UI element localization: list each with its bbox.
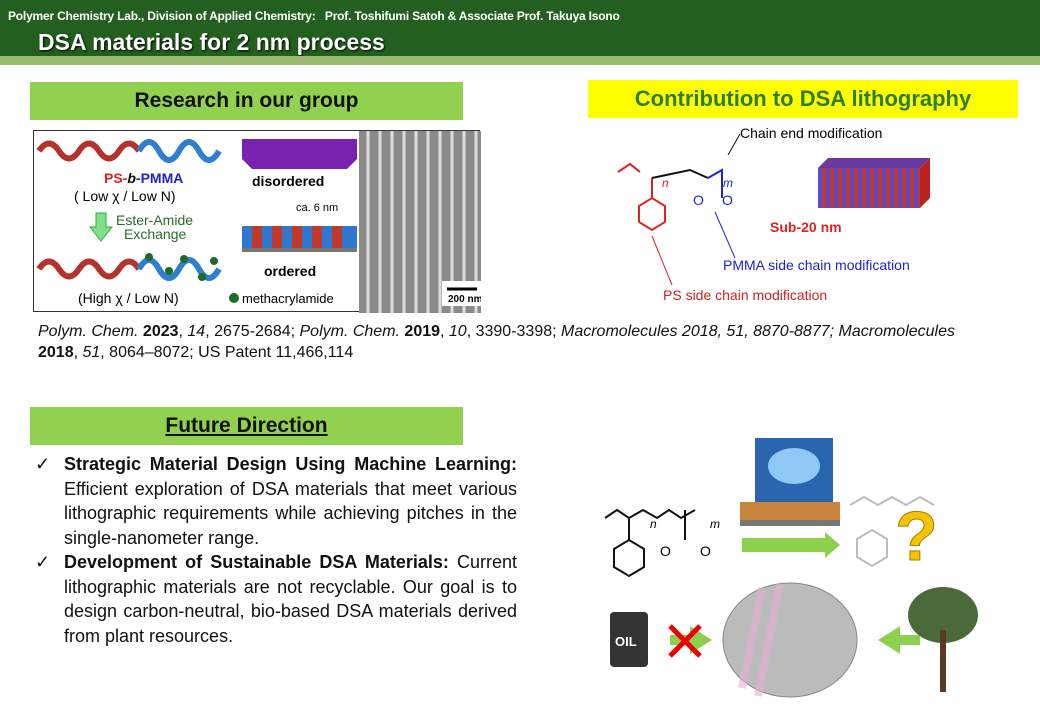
page-title: DSA materials for 2 nm process <box>38 29 385 55</box>
svg-text:PS-b-PMMA: PS-b-PMMA <box>104 170 183 186</box>
reference-part: 14 <box>187 323 206 340</box>
svg-text:ca. 6 nm: ca. 6 nm <box>296 202 338 214</box>
low-chi-label: ( Low χ / Low N) <box>74 188 176 204</box>
header-bar: Polymer Chemistry Lab., Division of Appl… <box>0 0 1040 56</box>
reference-part: Macromolecules 2018, 51, 8870-8877; Macr… <box>561 323 955 340</box>
future-figure: O O n m ? OIL <box>604 438 978 698</box>
high-chi-label: (High χ / Low N) <box>78 290 179 306</box>
sub20-label: Sub-20 nm <box>770 219 842 235</box>
reference-part: , 8064–8072; US Patent 11,466,114 <box>100 344 354 361</box>
list-item: ✓Development of Sustainable DSA Material… <box>35 552 517 646</box>
reference-part: , <box>178 323 188 340</box>
svg-text:O: O <box>660 543 671 559</box>
list-item: ✓Strategic Material Design Using Machine… <box>35 454 517 548</box>
svg-text:Ester-Amide: Ester-Amide <box>116 212 193 228</box>
research-figure-graphic: PS-b-PMMA ( Low χ / Low N) Ester-Amide E… <box>36 131 522 313</box>
reference-part: 2018 <box>38 344 74 361</box>
reference-part: , <box>73 344 83 361</box>
svg-text:n: n <box>650 517 657 531</box>
pmma-side-label: PMMA side chain modification <box>723 257 910 273</box>
research-figure: PS-b-PMMA ( Low χ / Low N) Ester-Amide E… <box>33 130 522 313</box>
svg-text:m: m <box>710 517 720 531</box>
contribution-heading: Contribution to DSA lithography <box>588 80 1018 118</box>
reference-part: , 3390-3398; <box>466 323 561 340</box>
reference-part: , 2675-2684; <box>205 323 300 340</box>
future-list: ✓Strategic Material Design Using Machine… <box>35 452 517 648</box>
reference-part: 51 <box>82 344 101 361</box>
reference-part: Polym. Chem. <box>38 323 139 340</box>
svg-text:O: O <box>722 192 733 208</box>
reference-part: , <box>440 323 449 340</box>
research-heading: Research in our group <box>30 82 463 120</box>
reference-part: 2019 <box>399 323 441 340</box>
svg-text:Exchange: Exchange <box>124 226 186 242</box>
reference-part: 10 <box>448 323 467 340</box>
references: Polym. Chem. 2023, 14, 2675-2684; Polym.… <box>38 321 998 363</box>
header-band <box>0 56 1040 65</box>
svg-text:ordered: ordered <box>264 263 316 279</box>
reference-part: 2023 <box>138 323 179 340</box>
contribution-figure: O O n m Chain end modification Sub-20 nm… <box>617 125 930 303</box>
svg-text:n: n <box>662 176 669 190</box>
svg-text:disordered: disordered <box>252 173 324 189</box>
reference-part: Polym. Chem. <box>299 323 400 340</box>
check-icon: ✓ <box>35 552 51 572</box>
svg-text:OIL: OIL <box>615 634 637 649</box>
future-heading: Future Direction <box>30 407 463 445</box>
svg-text:O: O <box>700 543 711 559</box>
svg-text:O: O <box>693 192 704 208</box>
svg-text:200 nm: 200 nm <box>448 294 481 305</box>
chain-end-label: Chain end modification <box>740 125 882 141</box>
methacrylamide-label: methacrylamide <box>242 291 334 306</box>
ps-side-label: PS side chain modification <box>663 287 827 303</box>
header-subtitle: Polymer Chemistry Lab., Division of Appl… <box>8 9 620 23</box>
svg-text:m: m <box>723 176 733 190</box>
check-icon: ✓ <box>35 454 51 474</box>
svg-text:?: ? <box>895 497 938 575</box>
